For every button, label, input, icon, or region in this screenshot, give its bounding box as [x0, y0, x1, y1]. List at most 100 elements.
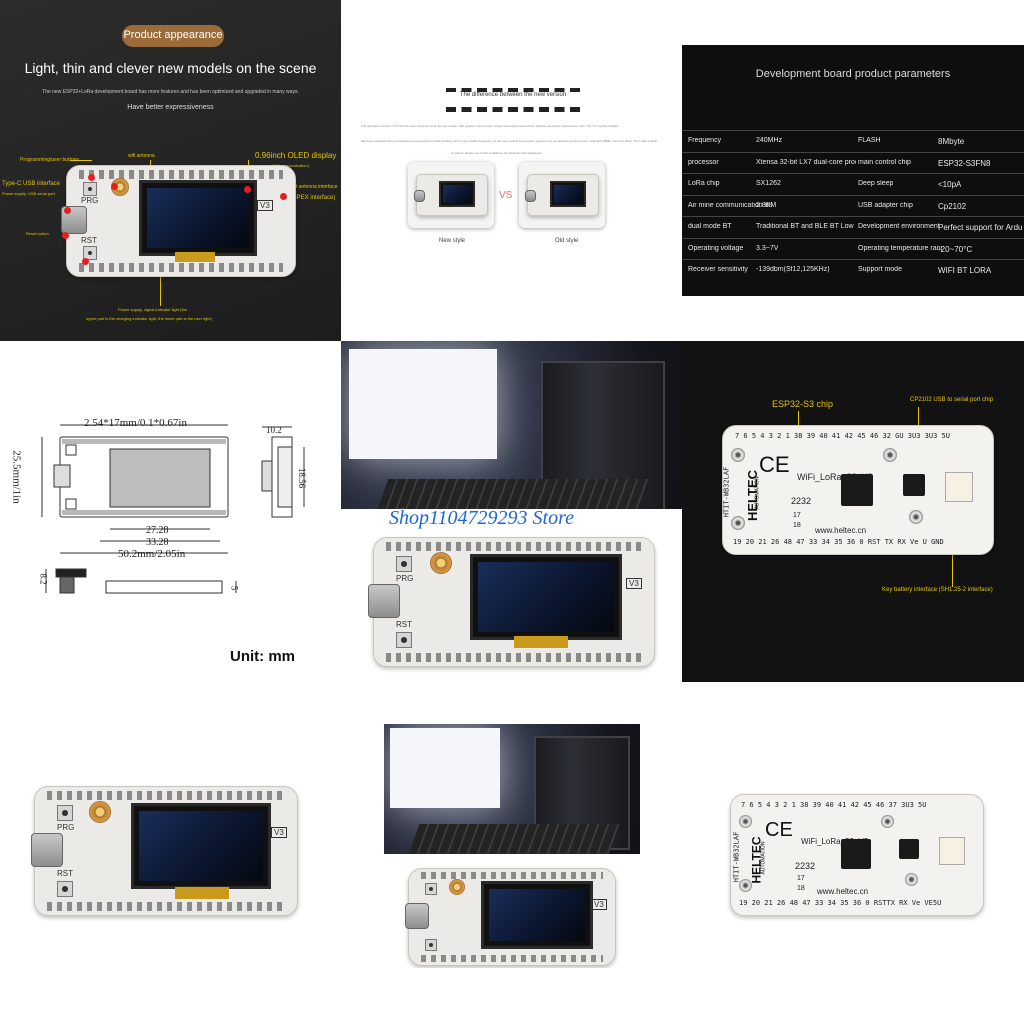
- panel-back-annotated: ESP32-S3 chip CP2102 USB to serial port …: [682, 341, 1024, 682]
- pin-header-bottom: [386, 653, 642, 662]
- param-row: LoRa chip SX1262 Deep sleep <10pA: [682, 173, 1024, 196]
- new-style-label: New style: [439, 238, 466, 244]
- panel-photo-board: PRG RST V3 Shop1104729293 Store: [341, 341, 682, 682]
- brand-sub: AUTOMATION: [760, 841, 767, 875]
- old-board: [525, 174, 599, 216]
- board-name: WiFi_LoRa_32_V3: [797, 472, 873, 482]
- oled-ribbon: [175, 887, 229, 899]
- dev-board: V3: [405, 868, 616, 966]
- product-appearance-badge: [122, 25, 224, 47]
- param-k2: Operating temperature range: [858, 244, 942, 252]
- param-v2: -20~70°C: [938, 244, 973, 254]
- panel-front-board: PRG RST V3: [0, 682, 341, 1024]
- wifi-antenna-connector: [111, 178, 129, 196]
- panel2-para2: has been replaced with a temperature-com…: [361, 139, 658, 143]
- monitor-glow: [390, 728, 500, 808]
- oled-screen: [131, 803, 271, 889]
- rst-label: RST: [81, 236, 97, 245]
- new-style-frame: [408, 162, 494, 228]
- callout-lora-sub: (IPEX interface): [293, 195, 336, 201]
- panel-product-appearance: Product appearance Light, thin and cleve…: [0, 0, 341, 341]
- param-v1: 240MHz: [756, 137, 783, 144]
- panel1-sub2: Have better expressiveness: [127, 104, 214, 111]
- dim-2728: 27.28: [146, 525, 169, 536]
- param-k1: processor: [688, 158, 719, 166]
- mount-screw: [731, 516, 745, 530]
- param-k1: LoRa chip: [688, 180, 720, 187]
- param-v1: 2.8KM: [756, 201, 777, 209]
- esp32-chip-label: ESP32-S3 chip: [772, 399, 834, 409]
- rst-label: RST: [396, 620, 412, 629]
- wifi-antenna-connector: [430, 552, 452, 574]
- usb-c-port: [31, 833, 63, 867]
- model-code: HTIT-WB32LAF: [722, 466, 731, 518]
- top-pin-labels: 7 6 5 4 3 2 1 38 39 40 41 42 45 46 32 GU…: [735, 432, 950, 440]
- v3-label: V3: [257, 200, 273, 211]
- panel1-title: Light, thin and clever new models on the…: [24, 60, 317, 76]
- callout-dot: [280, 193, 287, 200]
- callout-power-2: upper part is the charging indicator lig…: [86, 316, 212, 321]
- old-usbc: [525, 190, 536, 202]
- panel-parameters: Development board product parameters Fre…: [682, 45, 1024, 296]
- rst-button: [425, 939, 437, 951]
- param-k2: Deep sleep: [858, 180, 894, 187]
- bottom-pin-labels: 19 20 21 26 48 47 33 34 35 36 0 RST TX R…: [733, 538, 944, 546]
- mount-screw: [739, 815, 752, 828]
- board-back: 7 6 5 4 3 2 1 38 39 40 41 42 45 46 32 GU…: [722, 425, 994, 555]
- param-row: Receiver sensitivity-139dbm(Sf12,125KHz)…: [682, 259, 1024, 282]
- dim-left: 25.5mm/1in: [10, 450, 23, 504]
- pin-17: 17: [793, 512, 801, 519]
- prg-label: PRG: [57, 823, 75, 832]
- pin-18: 18: [793, 522, 801, 529]
- battery-connector: [939, 837, 965, 865]
- callout-reset: Reset button: [26, 231, 49, 236]
- mount-screw: [905, 873, 918, 886]
- url-label: www.heltec.cn: [815, 526, 867, 535]
- cp2102-chip: [899, 839, 919, 859]
- param-k2: USB adapter chip: [858, 201, 913, 209]
- param-k2: main control chip: [858, 158, 911, 166]
- callout-dot: [62, 232, 69, 239]
- usb-c-port: [405, 903, 429, 929]
- param-v2: 8Mbyte: [938, 137, 965, 146]
- model-code: HTIT-WB32LAF: [732, 831, 741, 883]
- old-style-frame: [519, 162, 605, 228]
- callout-dot: [88, 174, 95, 181]
- prg-button: [425, 883, 437, 895]
- bottom-pin-labels: 19 20 21 26 48 47 33 34 35 36 0 RSTTX RX…: [739, 899, 942, 907]
- mount-screw: [731, 448, 745, 462]
- oled-ribbon: [514, 636, 568, 648]
- callout-wifi: wifi antenna: [128, 153, 155, 159]
- cp2102-chip: [903, 474, 925, 496]
- rst-label: RST: [57, 869, 73, 878]
- panel2-para3: is perfect; please use it with confidenc…: [451, 151, 543, 155]
- pin-header-top: [421, 872, 603, 879]
- dim-top: 2.54*17mm/0.1*0.67in: [84, 417, 187, 429]
- param-k1: Frequency: [688, 137, 722, 144]
- esp32-s3-chip: [841, 474, 873, 506]
- badge-text: Product appearance: [123, 29, 223, 41]
- param-v1: SX1262: [756, 180, 781, 187]
- dimension-drawing: [41, 424, 305, 594]
- dim-3328: 33.28: [146, 537, 169, 548]
- dim-82: 8.2: [38, 573, 49, 585]
- v3-label: V3: [591, 899, 607, 910]
- callout-oled-sub: (I2C communication): [272, 163, 309, 168]
- prg-button: [396, 556, 412, 572]
- callout-oled: 0.96inch OLED display: [255, 151, 337, 160]
- cp2102-label: CP2102 USB to serial port chip: [910, 397, 994, 403]
- mount-screw: [909, 510, 923, 524]
- callout-dot: [111, 183, 118, 190]
- panel1-sub1: The new ESP32+LoRa development board has…: [42, 89, 299, 95]
- oled-screen: [470, 554, 622, 640]
- callout-dot: [64, 207, 71, 214]
- url-label: www.heltec.cn: [817, 887, 869, 896]
- dim-side-top: 10.2: [266, 425, 282, 435]
- param-v2: <10pA: [938, 180, 962, 189]
- param-v1: 3.3~7V: [756, 244, 779, 252]
- mount-screw: [881, 815, 894, 828]
